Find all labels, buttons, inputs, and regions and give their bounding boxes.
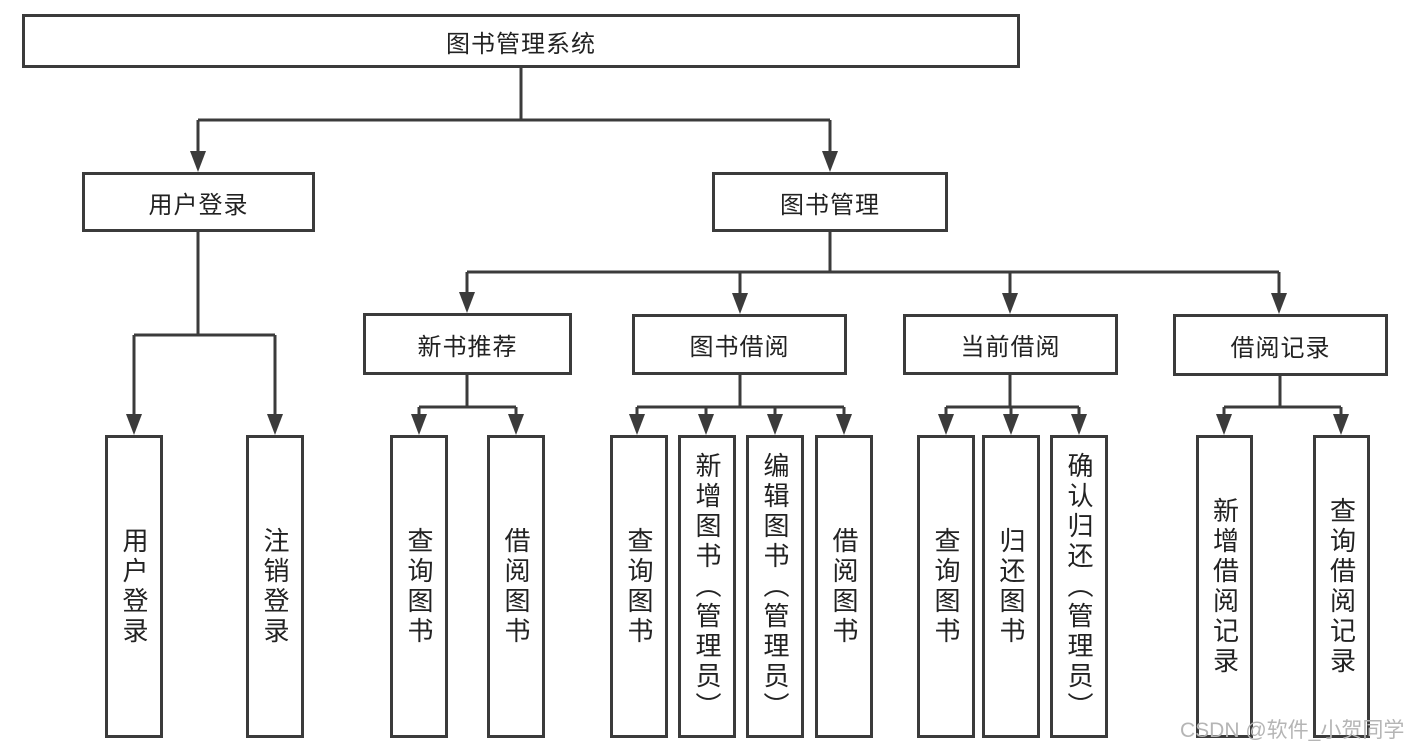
arrow-down-icon <box>836 414 852 435</box>
leaf-return-book-label: 归还图书 <box>996 526 1026 647</box>
arrow-down-icon <box>190 151 206 172</box>
leaf-query-borrow-record: 查询借阅记录 <box>1313 435 1370 738</box>
csdn-watermark: CSDN @软件_小贺同学 <box>1180 719 1405 742</box>
arrow-down-icon <box>1003 414 1019 435</box>
connector-book-mgmt-to-level3 <box>465 232 1281 294</box>
arrow-down-icon <box>1271 293 1287 314</box>
arrow-down-icon <box>267 414 283 435</box>
connector-user-login-to-leaves <box>132 232 277 416</box>
leaf-user-login: 用户登录 <box>105 435 163 738</box>
arrow-down-icon <box>629 414 645 435</box>
node-root: 图书管理系统 <box>22 14 1020 68</box>
leaf-edit-book-admin: 编辑图书（管理员） <box>746 435 804 738</box>
arrow-down-icon <box>126 414 142 435</box>
leaf-borrow-books-label: 借阅图书 <box>829 526 859 647</box>
node-book-management-label: 图书管理 <box>780 191 880 219</box>
node-user-login: 用户登录 <box>82 172 315 232</box>
leaf-add-book-admin-label: 新增图书（管理员） <box>692 451 722 722</box>
leaf-confirm-return-admin-label: 确认归还（管理员） <box>1064 451 1094 722</box>
node-borrow-records-label: 借阅记录 <box>1230 334 1331 362</box>
leaf-return-book: 归还图书 <box>982 435 1040 738</box>
leaf-logout-label: 注销登录 <box>260 526 290 647</box>
leaf-query-books-borrow-label: 查询图书 <box>624 526 654 647</box>
leaf-borrow-books-recommend: 借阅图书 <box>487 435 545 738</box>
arrow-down-icon <box>1071 414 1087 435</box>
arrow-down-icon <box>1002 293 1018 314</box>
arrow-down-icon <box>411 414 427 435</box>
arrow-down-icon <box>1333 414 1349 435</box>
leaf-add-borrow-record-label: 新增借阅记录 <box>1209 496 1240 677</box>
leaf-logout: 注销登录 <box>246 435 304 738</box>
leaf-query-borrow-record-label: 查询借阅记录 <box>1326 496 1357 677</box>
node-root-label: 图书管理系统 <box>446 30 596 58</box>
node-book-management: 图书管理 <box>712 172 948 232</box>
leaf-query-books-current: 查询图书 <box>917 435 975 738</box>
leaf-edit-book-admin-label: 编辑图书（管理员） <box>760 451 790 722</box>
leaf-confirm-return-admin: 确认归还（管理员） <box>1050 435 1108 738</box>
arrow-down-icon <box>767 414 783 435</box>
connector-current-borrow-to-leaves <box>944 375 1081 416</box>
leaf-borrow-books-recommend-label: 借阅图书 <box>501 526 531 647</box>
arrow-down-icon <box>1216 414 1232 435</box>
node-book-borrow: 图书借阅 <box>632 314 847 375</box>
leaf-add-borrow-record: 新增借阅记录 <box>1196 435 1253 738</box>
node-new-book-recommend: 新书推荐 <box>363 313 572 375</box>
node-book-borrow-label: 图书借阅 <box>689 334 790 361</box>
node-current-borrow-label: 当前借阅 <box>960 334 1061 361</box>
leaf-add-book-admin: 新增图书（管理员） <box>678 435 736 738</box>
connector-borrow-record-to-leaves <box>1222 376 1343 416</box>
arrow-down-icon <box>732 293 748 314</box>
leaf-borrow-books: 借阅图书 <box>815 435 873 738</box>
leaf-user-login-label: 用户登录 <box>119 526 149 647</box>
arrow-down-icon <box>822 151 838 172</box>
leaf-query-books-recommend: 查询图书 <box>390 435 448 738</box>
connector-book-borrow-to-leaves <box>635 375 846 416</box>
node-new-book-recommend-label: 新书推荐 <box>417 333 518 361</box>
arrow-down-icon <box>938 414 954 435</box>
leaf-query-books-current-label: 查询图书 <box>931 526 961 647</box>
node-borrow-records: 借阅记录 <box>1173 314 1388 376</box>
node-user-login-label: 用户登录 <box>148 191 249 219</box>
leaf-query-books-recommend-label: 查询图书 <box>404 526 434 647</box>
connector-new-book-to-leaves <box>417 375 518 416</box>
arrow-down-icon <box>508 414 524 435</box>
arrow-down-icon <box>698 414 714 435</box>
connector-root-to-level2 <box>196 68 832 152</box>
node-current-borrow: 当前借阅 <box>903 314 1118 375</box>
leaf-query-books-borrow: 查询图书 <box>610 435 668 738</box>
arrow-down-icon <box>459 292 475 313</box>
